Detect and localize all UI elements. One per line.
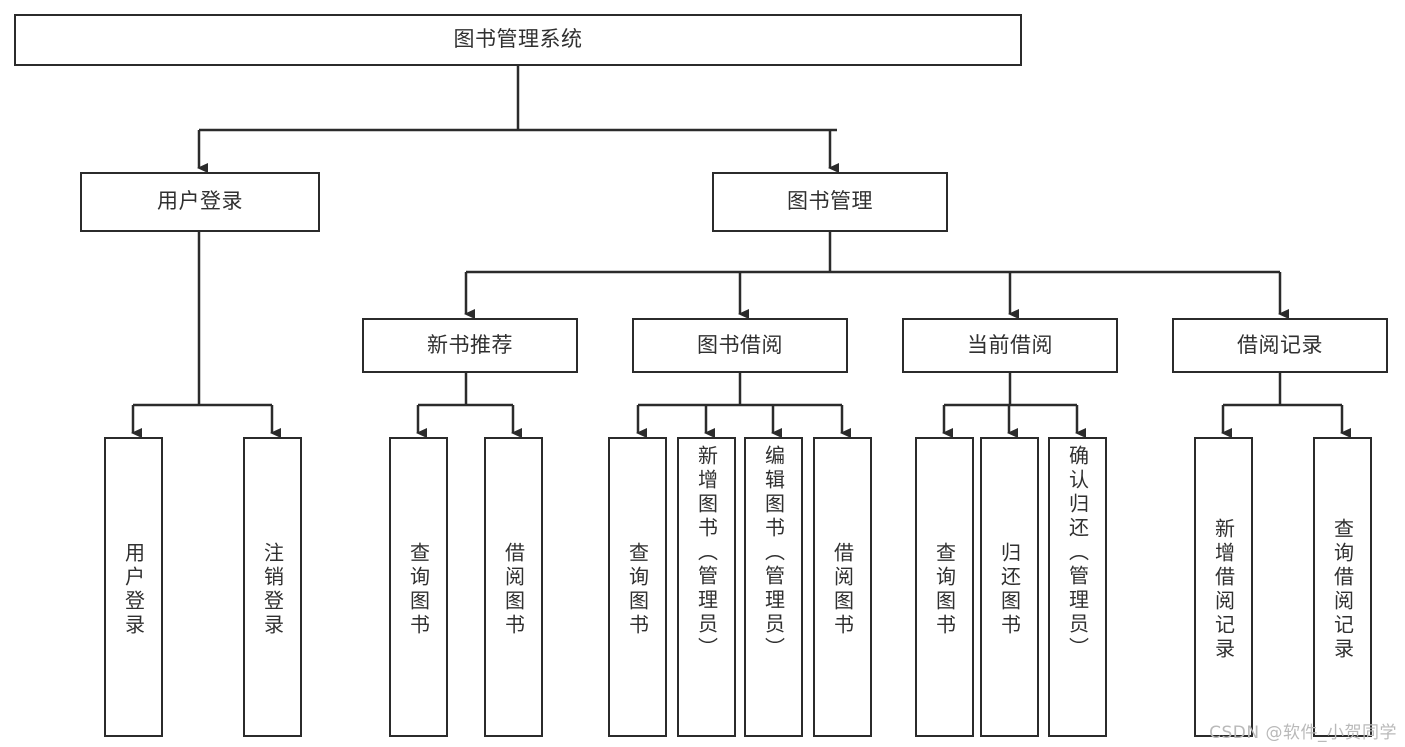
leaf-current-query-book-label: 查询图书 [932,542,957,638]
leaf-record-add-record-label: 新增借阅记录 [1211,518,1236,662]
node-current-borrow[interactable]: 当前借阅 [902,318,1118,373]
leaf-borrow-add-book-admin-label: 新增图书（管理员） [694,445,719,661]
leaf-borrow-query-book[interactable]: 查询图书 [608,437,667,737]
leaf-borrow-query-book-label: 查询图书 [625,542,650,638]
node-book-borrow[interactable]: 图书借阅 [632,318,848,373]
leaf-borrow-edit-book-admin[interactable]: 编辑图书（管理员） [744,437,803,737]
node-user-login-label: 用户登录 [157,189,243,214]
leaf-current-return-book-label: 归还图书 [997,542,1022,638]
leaf-record-query-record-label: 查询借阅记录 [1330,518,1355,662]
node-root-system[interactable]: 图书管理系统 [14,14,1022,66]
leaf-current-confirm-return-admin-label: 确认归还（管理员） [1065,445,1090,661]
leaf-current-confirm-return-admin[interactable]: 确认归还（管理员） [1048,437,1107,737]
node-book-borrow-label: 图书借阅 [697,332,783,357]
leaf-user-login-login-label: 用户登录 [121,542,146,638]
node-borrow-record[interactable]: 借阅记录 [1172,318,1388,373]
node-root-system-label: 图书管理系统 [453,27,583,52]
node-book-management-label: 图书管理 [787,189,873,214]
leaf-borrow-borrow-book-label: 借阅图书 [830,542,855,638]
node-borrow-record-label: 借阅记录 [1237,332,1323,357]
leaf-user-login-logout-label: 注销登录 [260,542,285,638]
leaf-user-login-login[interactable]: 用户登录 [104,437,163,737]
node-current-borrow-label: 当前借阅 [967,332,1053,357]
node-new-book-recommend[interactable]: 新书推荐 [362,318,578,373]
leaf-new-book-query[interactable]: 查询图书 [389,437,448,737]
node-new-book-recommend-label: 新书推荐 [427,332,513,357]
leaf-user-login-logout[interactable]: 注销登录 [243,437,302,737]
leaf-new-book-borrow[interactable]: 借阅图书 [484,437,543,737]
leaf-current-query-book[interactable]: 查询图书 [915,437,974,737]
leaf-borrow-borrow-book[interactable]: 借阅图书 [813,437,872,737]
leaf-current-return-book[interactable]: 归还图书 [980,437,1039,737]
node-book-management[interactable]: 图书管理 [712,172,948,232]
leaf-borrow-edit-book-admin-label: 编辑图书（管理员） [761,445,786,661]
leaf-record-add-record[interactable]: 新增借阅记录 [1194,437,1253,737]
leaf-record-query-record[interactable]: 查询借阅记录 [1313,437,1372,737]
node-user-login[interactable]: 用户登录 [80,172,320,232]
leaf-new-book-borrow-label: 借阅图书 [501,542,526,638]
csdn-watermark: CSDN @软件_小贺同学 [1209,723,1397,743]
leaf-new-book-query-label: 查询图书 [406,542,431,638]
leaf-borrow-add-book-admin[interactable]: 新增图书（管理员） [677,437,736,737]
